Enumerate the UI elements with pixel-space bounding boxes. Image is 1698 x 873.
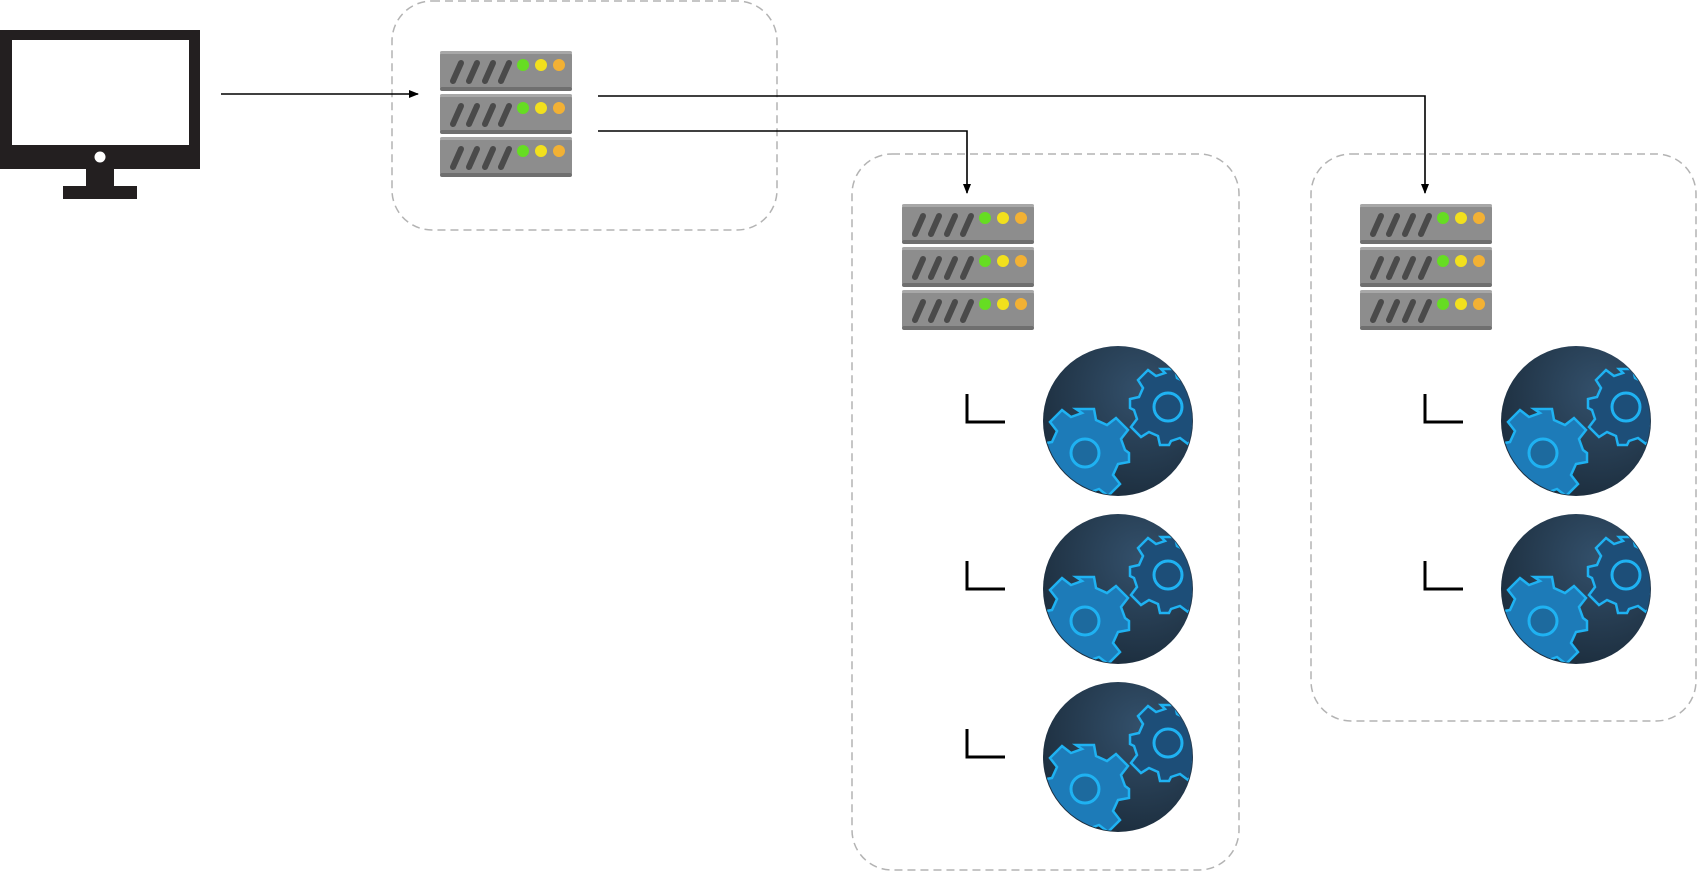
corner-mark	[1423, 559, 1465, 591]
group-cluster-a	[851, 153, 1240, 871]
edge-gateway-to-cluster-b	[598, 95, 1429, 194]
corner-mark	[965, 727, 1007, 759]
group-gateway	[391, 0, 778, 231]
gears-icon	[1041, 682, 1206, 833]
corner-mark	[965, 559, 1007, 591]
gears-icon	[1041, 346, 1206, 497]
gears-icon	[1041, 514, 1206, 665]
corner-mark	[965, 392, 1007, 424]
server-rack-icon	[902, 204, 1034, 330]
gears-icon	[1499, 514, 1664, 665]
edge-gateway-to-cluster-a	[598, 130, 971, 194]
group-cluster-b	[1310, 153, 1697, 722]
corner-mark	[1423, 392, 1465, 424]
gears-icon	[1499, 346, 1664, 497]
monitor-icon	[0, 30, 200, 199]
server-rack-icon	[440, 51, 572, 177]
server-rack-icon	[1360, 204, 1492, 330]
